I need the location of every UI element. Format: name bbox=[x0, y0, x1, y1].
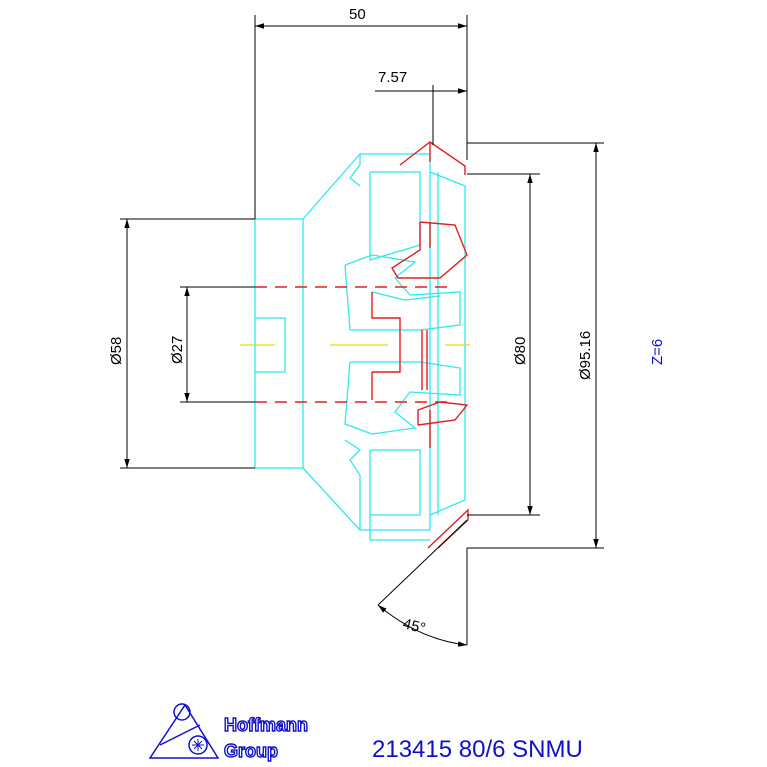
product-code: 213415 80/6 SNMU bbox=[372, 736, 583, 763]
dim-angle-label: 45° bbox=[401, 615, 427, 637]
dim-dia58-label: Ø58 bbox=[108, 337, 125, 365]
hoffmann-logo: Hoffmann Group bbox=[148, 703, 309, 762]
dim-dia80-label: Ø80 bbox=[512, 337, 529, 365]
brand-name-line1: Hoffmann bbox=[224, 715, 308, 735]
dim-dia95-label: Ø95.16 bbox=[577, 331, 594, 380]
logo-figure-icon bbox=[148, 703, 220, 759]
dim-width-label: 50 bbox=[349, 6, 366, 23]
dim-dia27-label: Ø27 bbox=[169, 336, 186, 364]
cutting-inserts bbox=[255, 141, 469, 549]
dimension-lines bbox=[120, 15, 604, 647]
dim-offset-label: 7.57 bbox=[378, 69, 407, 86]
cutter-body-outline bbox=[254, 153, 466, 541]
brand-name-line2: Group bbox=[224, 741, 278, 761]
teeth-count-label: Z=6 bbox=[649, 339, 666, 365]
